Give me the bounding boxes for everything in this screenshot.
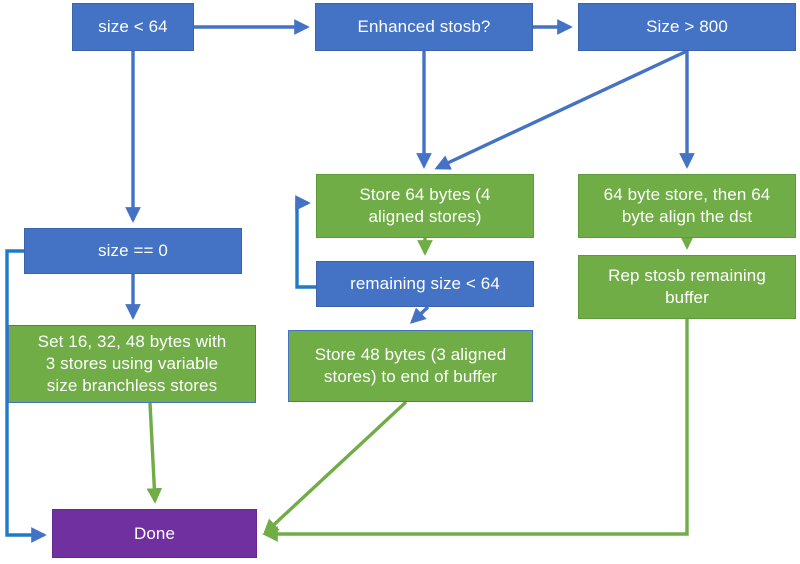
node-remaining-size-lt-64-label: remaining size < 64 bbox=[350, 274, 500, 294]
edge-set-16-32-48-to-done bbox=[146, 402, 163, 504]
node-enhanced-stosb[interactable]: Enhanced stosb? bbox=[315, 3, 533, 51]
node-set-16-32-48-label: Set 16, 32, 48 bytes with 3 stores using… bbox=[37, 332, 227, 395]
node-size-gt-800-label: Size > 800 bbox=[646, 17, 728, 37]
node-size-gt-800[interactable]: Size > 800 bbox=[578, 3, 796, 51]
node-remaining-size-lt-64[interactable]: remaining size < 64 bbox=[316, 261, 534, 307]
edge-remaining-size-lt-64-to-store-48-bytes bbox=[409, 305, 430, 324]
node-size-eq-0[interactable]: size == 0 bbox=[24, 228, 242, 274]
node-rep-stosb-remaining-label: Rep stosb remaining buffer bbox=[608, 266, 766, 307]
node-store-64-bytes[interactable]: Store 64 bytes (4 aligned stores) bbox=[316, 174, 534, 238]
node-store-48-bytes[interactable]: Store 48 bytes (3 aligned stores) to end… bbox=[288, 330, 533, 402]
node-store-48-bytes-label: Store 48 bytes (3 aligned stores) to end… bbox=[314, 345, 507, 386]
edge-size-gt-800-to-store-64-bytes bbox=[434, 49, 688, 170]
edge-remaining-size-lt-64-loop-to-store-64-bytes bbox=[295, 195, 316, 289]
node-size-lt-64-label: size < 64 bbox=[98, 17, 168, 37]
node-64-byte-store-align-label: 64 byte store, then 64 byte align the ds… bbox=[603, 185, 771, 226]
node-rep-stosb-remaining[interactable]: Rep stosb remaining buffer bbox=[578, 255, 796, 319]
node-64-byte-store-align[interactable]: 64 byte store, then 64 byte align the ds… bbox=[578, 174, 796, 238]
edge-store-48-bytes-to-done bbox=[262, 400, 408, 535]
node-done[interactable]: Done bbox=[52, 509, 257, 558]
node-enhanced-stosb-label: Enhanced stosb? bbox=[357, 17, 491, 37]
node-store-64-bytes-label: Store 64 bytes (4 aligned stores) bbox=[359, 185, 491, 226]
node-set-16-32-48[interactable]: Set 16, 32, 48 bytes with 3 stores using… bbox=[8, 325, 256, 403]
node-size-eq-0-label: size == 0 bbox=[98, 241, 168, 261]
node-size-lt-64[interactable]: size < 64 bbox=[72, 3, 194, 51]
node-done-label: Done bbox=[133, 523, 176, 543]
